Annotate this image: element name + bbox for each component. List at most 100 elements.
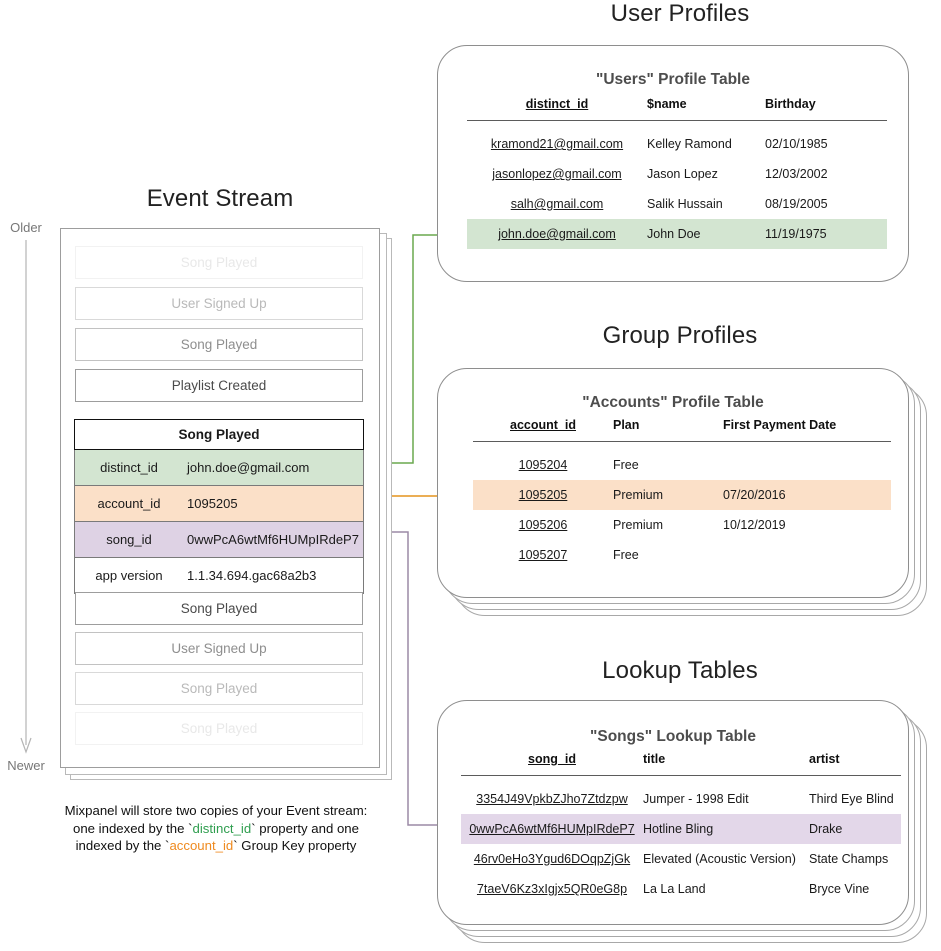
event-item[interactable]: Song Played [75,592,363,625]
property-key: app version [95,568,163,583]
column-header: song_id [461,752,643,776]
table-spacer [473,442,891,451]
cell-name: Salik Hussain [647,197,723,211]
table-row[interactable]: 1095204 Free [473,450,891,480]
property-key: song_id [106,532,152,547]
property-value: 1.1.34.694.gac68a2b3 [187,568,317,583]
column-header: distinct_id [467,97,647,121]
cell-account-id: 1095207 [518,548,568,562]
table-row-highlighted[interactable]: john.doe@gmail.com John Doe 11/19/1975 [467,219,887,249]
cell-artist: Drake [809,814,901,844]
cell-song-id: 7taeV6Kz3xIgjx5QR0eG8p [476,882,628,896]
users-table-title: "Users" Profile Table [596,71,750,88]
event-item[interactable]: Song Played [75,672,363,705]
caption-line-2-post: ` property and one [251,820,359,836]
cell-first-payment-date: 07/20/2016 [723,480,891,510]
cell-distinct-id: jasonlopez@gmail.com [492,167,622,181]
cell-name: John Doe [647,219,765,249]
property-value: 1095205 [187,496,238,511]
caption-line-2-pre: one indexed by the ` [73,820,193,836]
user-profiles-section-title: User Profiles [610,0,750,27]
cell-song-id: 46rv0eHo3Ygud6DOqpZjGk [473,852,631,866]
lookup-tables-card [437,700,909,925]
table-spacer [461,776,901,785]
cell-plan: Free [613,458,639,472]
event-stream-caption: Mixpanel will store two copies of your E… [38,802,394,855]
table-spacer [467,121,887,130]
event-item[interactable]: User Signed Up [75,632,363,665]
cell-first-payment-date [723,450,891,480]
column-header: First Payment Date [723,418,891,442]
cell-artist: Third Eye Blind [809,792,894,806]
caption-token-distinct-id: distinct_id [192,820,252,836]
songs-lookup-table: song_id title artist 3354J49VpkbZJho7Ztd… [461,752,901,904]
cell-song-id: 0wwPcA6wtMf6HUMpIRdeP7 [461,814,643,844]
expanded-event-name: Song Played [74,419,364,450]
cell-distinct-id: salh@gmail.com [510,197,604,211]
accounts-profile-table: account_id Plan First Payment Date 10952… [473,418,891,570]
cell-plan: Free [613,548,639,562]
table-row[interactable]: 46rv0eHo3Ygud6DOqpZjGk Elevated (Acousti… [461,844,901,874]
cell-distinct-id: kramond21@gmail.com [490,137,624,151]
table-row[interactable]: kramond21@gmail.com Kelley Ramond 02/10/… [467,129,887,159]
column-header: Birthday [765,97,887,121]
cell-plan: Premium [613,518,664,532]
cell-song-id: 3354J49VpkbZJho7Ztdzpw [476,792,628,806]
event-property-song-id: song_id 0wwPcA6wtMf6HUMpIRdeP7 [74,522,364,558]
group-profiles-section-title: Group Profiles [602,322,758,349]
table-row[interactable]: 3354J49VpkbZJho7Ztdzpw Jumper - 1998 Edi… [461,784,901,814]
event-item[interactable]: Song Played [75,328,363,361]
cell-artist: Bryce Vine [809,882,870,896]
timeline-arrow-icon [20,240,32,754]
cell-title: Jumper - 1998 Edit [643,792,749,806]
table-row[interactable]: jasonlopez@gmail.com Jason Lopez 12/03/2… [467,159,887,189]
property-key: account_id [97,496,161,511]
expanded-event[interactable]: Song Played distinct_id john.doe@gmail.c… [74,419,364,594]
axis-older-label: Older [10,220,42,235]
table-row[interactable]: 1095207 Free [473,540,891,570]
event-item[interactable]: Song Played [75,712,363,745]
cell-birthday: 08/19/2005 [765,197,828,211]
cell-account-id: 1095204 [518,458,568,472]
table-row[interactable]: salh@gmail.com Salik Hussain 08/19/2005 [467,189,887,219]
table-header-row: song_id title artist [461,752,901,776]
property-value: john.doe@gmail.com [187,460,310,475]
cell-birthday: 02/10/1985 [765,137,828,151]
cell-distinct-id: john.doe@gmail.com [467,219,647,249]
cell-account-id: 1095205 [473,480,613,510]
caption-token-account-id: account_id [169,838,234,853]
accounts-table-title: "Accounts" Profile Table [582,394,764,411]
caption-line-1: Mixpanel will store two copies of your E… [64,803,368,818]
event-stream-title: Event Stream [146,185,294,212]
table-row-highlighted[interactable]: 0wwPcA6wtMf6HUMpIRdeP7 Hotline Bling Dra… [461,814,901,844]
event-stream-card: Song Played User Signed Up Song Played P… [60,228,380,768]
table-header-row: account_id Plan First Payment Date [473,418,891,442]
table-row[interactable]: 7taeV6Kz3xIgjx5QR0eG8p La La Land Bryce … [461,874,901,904]
axis-newer-label: Newer [7,758,45,773]
table-header-row: distinct_id $name Birthday [467,97,887,121]
event-item[interactable]: Playlist Created [75,369,363,402]
cell-title: La La Land [643,882,706,896]
event-item[interactable]: User Signed Up [75,287,363,320]
cell-first-payment-date [723,540,891,570]
table-row-highlighted[interactable]: 1095205 Premium 07/20/2016 [473,480,891,510]
cell-artist: State Champs [809,852,889,866]
cell-birthday: 12/03/2002 [765,167,828,181]
caption-line-3-post: ` Group Key property [233,838,357,853]
event-property-account-id: account_id 1095205 [74,486,364,522]
column-header: artist [809,752,901,776]
cell-name: Kelley Ramond [647,137,732,151]
event-property-distinct-id: distinct_id john.doe@gmail.com [74,450,364,486]
songs-table-title: "Songs" Lookup Table [590,728,756,745]
caption-line-3-pre: indexed by the ` [75,838,170,853]
cell-birthday: 11/19/1975 [765,219,887,249]
cell-first-payment-date: 10/12/2019 [723,518,786,532]
cell-plan: Premium [613,480,723,510]
table-row[interactable]: 1095206 Premium 10/12/2019 [473,510,891,540]
lookup-tables-section-title: Lookup Tables [602,657,758,684]
column-header: Plan [613,418,723,442]
users-profile-table: distinct_id $name Birthday kramond21@gma… [467,97,887,249]
event-property-app-version: app version 1.1.34.694.gac68a2b3 [74,558,364,594]
event-item[interactable]: Song Played [75,246,363,279]
cell-title: Elevated (Acoustic Version) [643,852,796,866]
